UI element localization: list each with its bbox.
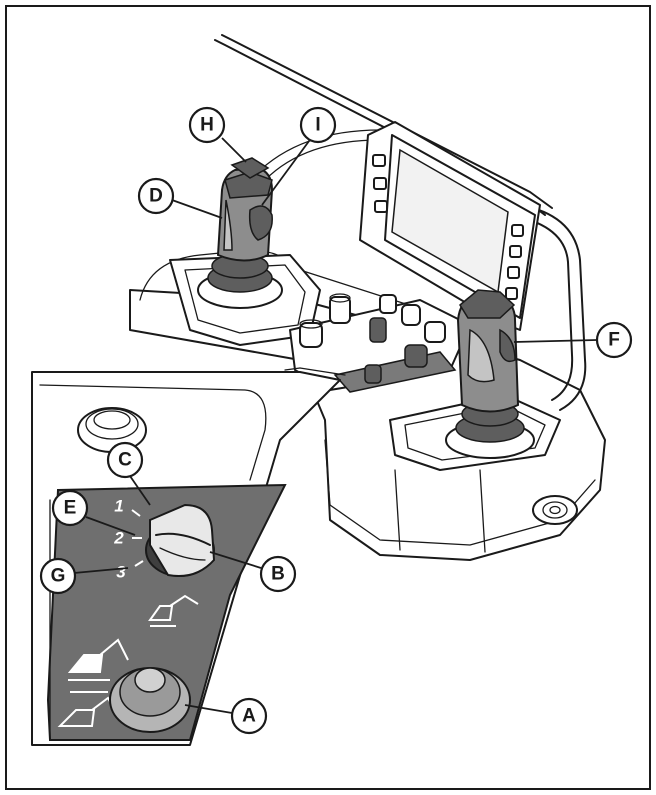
- excavator-pictogram-icon: [148, 594, 199, 627]
- left-joystick-side-switch: [248, 205, 273, 241]
- svg-text:D: D: [149, 186, 163, 207]
- push-knob: [109, 667, 191, 733]
- mode-selector-knob: [145, 503, 216, 577]
- callout-A: A: [230, 697, 268, 735]
- callout-B: B: [259, 555, 297, 593]
- svg-text:F: F: [608, 330, 620, 351]
- figure-border: [5, 5, 651, 790]
- leader-lines: [73, 136, 598, 714]
- svg-text:E: E: [64, 498, 77, 519]
- callout-H: H: [188, 106, 226, 144]
- svg-text:A: A: [242, 706, 256, 727]
- svg-text:G: G: [51, 566, 66, 587]
- svg-text:H: H: [200, 115, 214, 136]
- callout-C: C: [106, 441, 144, 479]
- callout-F: F: [595, 321, 633, 359]
- switch-cluster: [299, 293, 446, 384]
- left-joystick: [197, 157, 283, 309]
- svg-text:B: B: [271, 564, 285, 585]
- position-label-1: 1: [114, 497, 123, 516]
- mode-panel: [46, 483, 287, 741]
- callout-D: D: [137, 177, 175, 215]
- inset-zoom: 1 2 3: [31, 367, 346, 746]
- display-button: [372, 154, 386, 167]
- callout-E: E: [51, 489, 89, 527]
- callout-G: G: [39, 557, 77, 595]
- position-label-3: 3: [116, 563, 126, 582]
- side-knob: [532, 495, 578, 525]
- position-label-2: 2: [113, 529, 124, 548]
- right-joystick: [445, 289, 535, 459]
- excavator-arm-pictogram-icon: [67, 638, 129, 693]
- svg-text:C: C: [118, 450, 132, 471]
- svg-text:I: I: [315, 115, 320, 136]
- callout-I: I: [299, 106, 337, 144]
